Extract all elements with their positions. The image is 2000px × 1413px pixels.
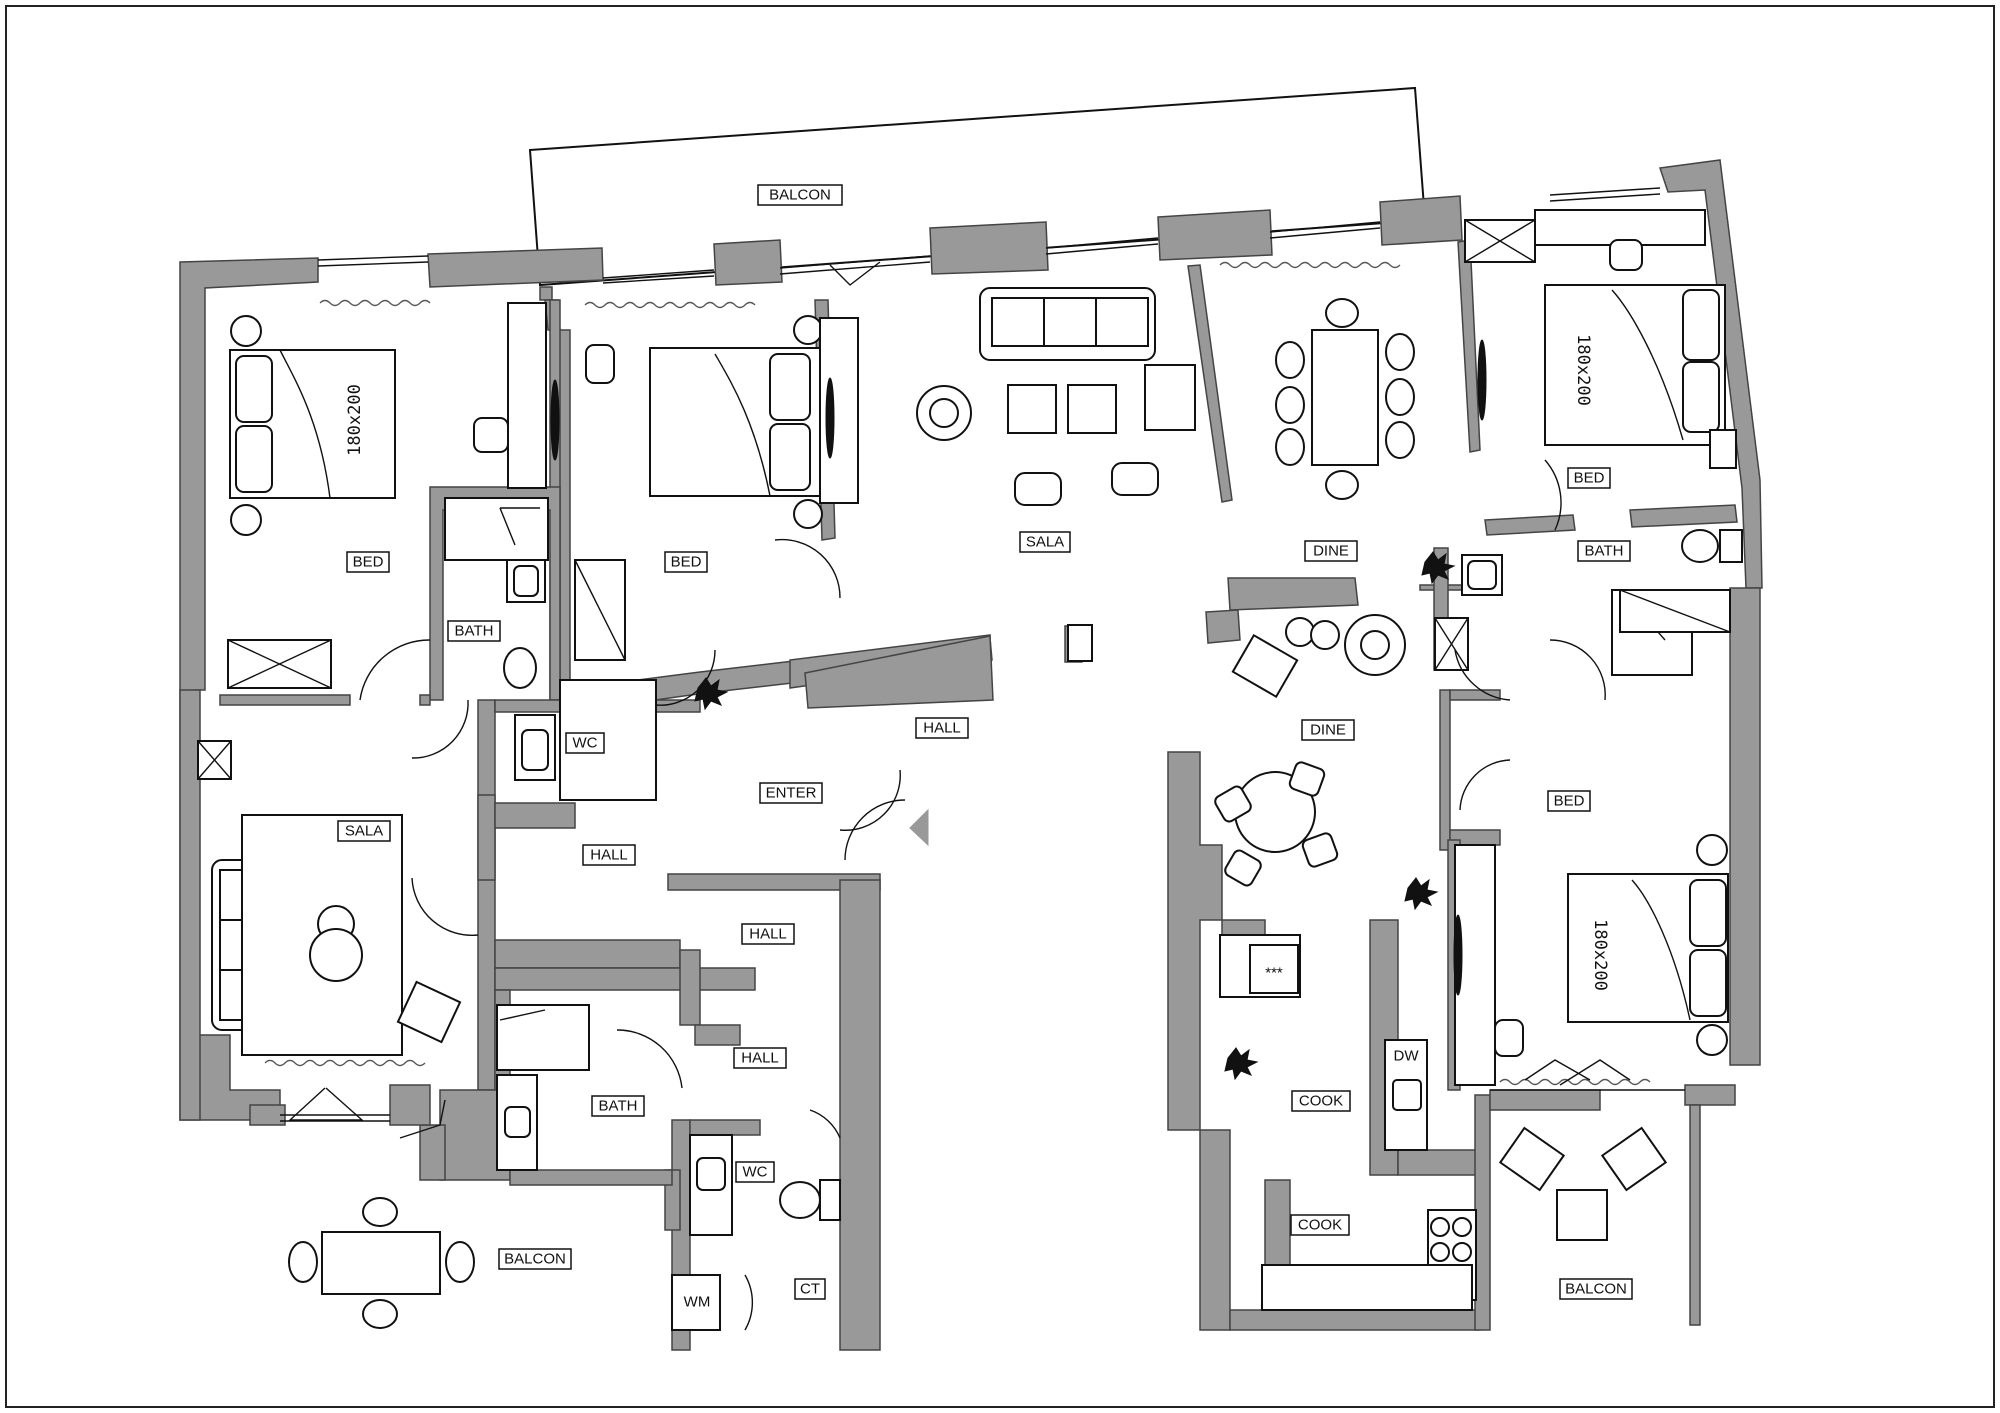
balcony-sw-furniture <box>288 1197 475 1329</box>
windows <box>280 187 1685 1122</box>
label-hall-c: HALL <box>741 1050 779 1067</box>
label-ct: CT <box>800 1281 820 1298</box>
desk-nw <box>473 302 560 489</box>
dining-round <box>1214 761 1339 887</box>
label-bath-nw: BATH <box>455 623 494 640</box>
label-bath-ne: BATH <box>1585 543 1624 560</box>
label-balcon-sw: BALCON <box>504 1251 566 1268</box>
label-dine-top: DINE <box>1313 543 1349 560</box>
bed-nw <box>229 315 396 536</box>
label-bed-mid: BED <box>671 554 702 571</box>
label-bath-s: BATH <box>599 1098 638 1115</box>
dining-lounge <box>1231 614 1406 699</box>
drawing-frame <box>5 5 1995 1408</box>
bed-size-ne: 180x200 <box>1573 334 1593 406</box>
label-balcon-top: BALCON <box>769 187 831 204</box>
curtains <box>264 261 1651 1086</box>
label-hob-marks: *** <box>1265 965 1283 982</box>
sofa-sala <box>916 287 1196 662</box>
bath-nw-fixtures <box>444 497 549 689</box>
label-dw: DW <box>1394 1048 1420 1065</box>
label-bed-nw: BED <box>353 554 384 571</box>
room-labels: BALCON BED BED SALA DINE BED BATH BATH W… <box>337 184 1633 1311</box>
plants <box>694 551 1456 1081</box>
label-enter: ENTER <box>766 785 817 802</box>
bed-e <box>1453 589 1731 1086</box>
kitchen-fixtures <box>1219 934 1477 1311</box>
label-dine-mid: DINE <box>1310 722 1346 739</box>
label-hall-a: HALL <box>590 847 628 864</box>
label-bed-e: BED <box>1554 793 1585 810</box>
label-wc-s: WC <box>743 1164 768 1181</box>
label-hall-top: HALL <box>923 720 961 737</box>
bed-mid <box>574 315 859 661</box>
sofa-sala-w <box>197 740 462 1056</box>
label-sala-w: SALA <box>345 823 383 840</box>
dining-table-top <box>1275 298 1415 500</box>
label-balcon-se: BALCON <box>1565 1281 1627 1298</box>
label-cook-a: COOK <box>1299 1093 1343 1110</box>
label-wm: WM <box>684 1294 711 1311</box>
bed-size-labels: 180x200 180x200 180x200 <box>345 334 1610 991</box>
wardrobe-nw <box>227 639 332 689</box>
label-hall-b: HALL <box>749 926 787 943</box>
label-wc-mid: WC <box>573 735 598 752</box>
label-bed-ne: BED <box>1574 470 1605 487</box>
label-cook-b: COOK <box>1298 1217 1342 1234</box>
label-sala-main: SALA <box>1026 534 1064 551</box>
bed-size-nw: 180x200 <box>345 384 365 456</box>
bed-ne <box>1464 209 1737 469</box>
bed-size-e: 180x200 <box>1590 919 1610 991</box>
bath-s-fixtures <box>496 1004 841 1331</box>
balcony-se-furniture <box>1498 1126 1668 1241</box>
